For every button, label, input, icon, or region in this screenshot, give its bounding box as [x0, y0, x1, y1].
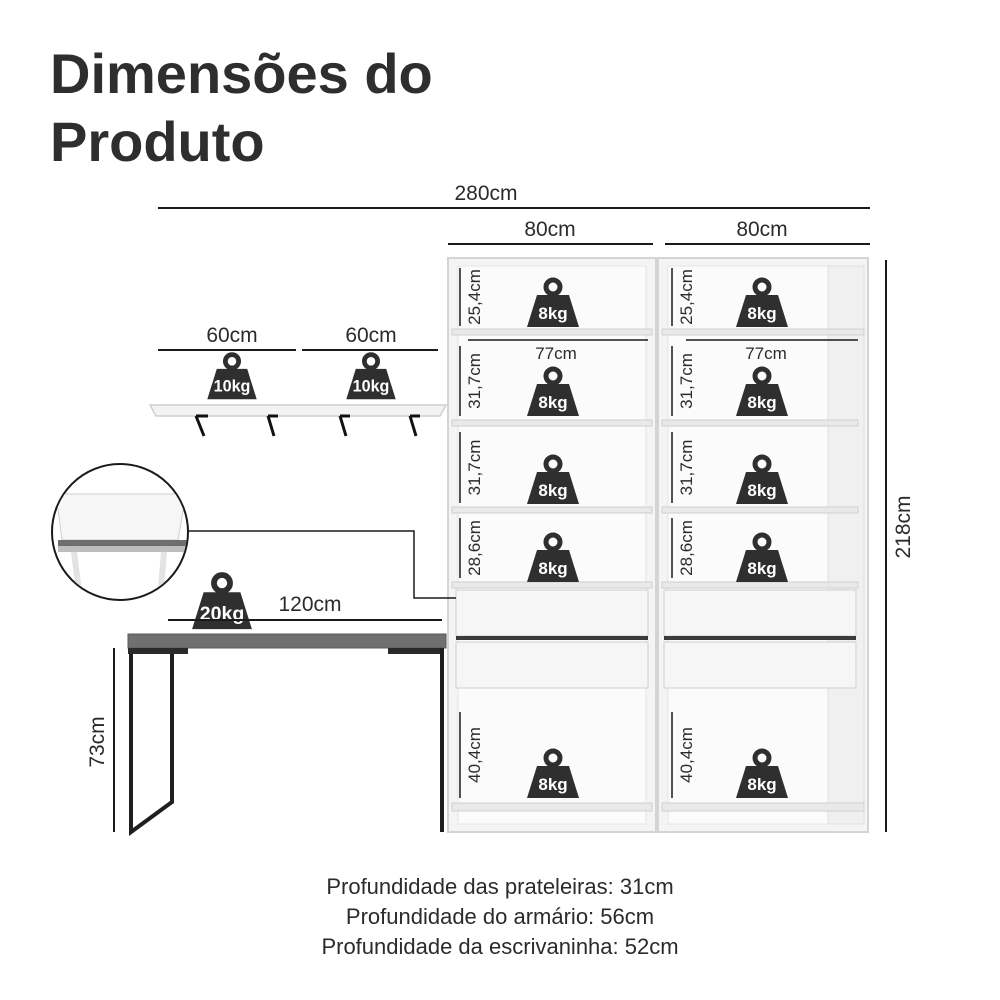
- wall-shelf-left-dimension: 60cm: [158, 324, 296, 351]
- cabinet-right-width-dimension: 80cm: [665, 218, 870, 245]
- weight-label: 8kg: [747, 559, 776, 578]
- drawers-left: [455, 589, 649, 689]
- inner-width-left-label: 77cm: [535, 344, 577, 363]
- wall-shelf-left-width-label: 60cm: [206, 324, 257, 347]
- weight-label: 8kg: [538, 304, 567, 323]
- desk-width-dimension: 120cm: [168, 593, 442, 621]
- total-width-label: 280cm: [454, 182, 517, 205]
- desk-width-label: 120cm: [278, 593, 341, 616]
- inner-width-right-dimension: 77cm: [686, 339, 858, 363]
- shelf-depth-note: Profundidade das prateleiras: 31cm: [326, 874, 674, 899]
- weight-icon-cabinet-1-compartment-1: 8kg: [527, 277, 579, 327]
- weight-label: 8kg: [747, 393, 776, 412]
- desk-height-dimension: 73cm: [86, 648, 115, 832]
- weight-icon-cabinet-1-compartment-5: 8kg: [527, 748, 579, 798]
- weight-icon-cabinet-1-compartment-3: 8kg: [527, 454, 579, 504]
- weight-icon-wall-shelf-right: 10kg: [346, 352, 396, 400]
- total-height-dimension: 218cm: [885, 260, 915, 832]
- weight-label: 8kg: [747, 481, 776, 500]
- cabinet-right-width-label: 80cm: [736, 218, 787, 241]
- compartment-height-labels: 25,4cm 31,7cm 31,7cm 28,6cm 40,4cm 25,4cm 31,7…: [459, 268, 696, 798]
- drawers-right: [663, 589, 857, 689]
- title-line-1: Dimensões do: [50, 42, 433, 105]
- total-height-label: 218cm: [892, 495, 915, 558]
- compartment-height-label-1-5: 40,4cm: [465, 727, 484, 783]
- weight-icon-cabinet-1-compartment-2: 8kg: [527, 366, 579, 416]
- weight-icon-cabinet-2-compartment-3: 8kg: [736, 454, 788, 504]
- cabinet-depth-note: Profundidade do armário: 56cm: [345, 904, 655, 929]
- weight-icon-cabinet-2-compartment-4: 8kg: [736, 532, 788, 582]
- total-width-dimension: 280cm: [158, 182, 870, 209]
- cabinet-left-width-label: 80cm: [524, 218, 575, 241]
- cabinet-right: [657, 257, 869, 833]
- compartment-height-label-1-4: 28,6cm: [465, 520, 484, 576]
- wall-shelf-right-dimension: 60cm: [302, 324, 438, 351]
- compartment-height-label-1-3: 31,7cm: [465, 440, 484, 496]
- weight-label: 20kg: [200, 603, 245, 625]
- weight-icon-wall-shelf-left: 10kg: [207, 352, 257, 400]
- weight-label: 8kg: [538, 481, 567, 500]
- title-line-2: Produto: [50, 110, 265, 173]
- weight-icon-cabinet-1-compartment-4: 8kg: [527, 532, 579, 582]
- compartment-height-label-2-4: 28,6cm: [677, 520, 696, 576]
- compartment-height-label-2-2: 31,7cm: [677, 353, 696, 409]
- depth-notes: Profundidade das prateleiras: 31cm Profu…: [0, 872, 1000, 962]
- weight-label: 8kg: [747, 304, 776, 323]
- wall-shelf-right-width-label: 60cm: [345, 324, 396, 347]
- weight-icon-cabinet-2-compartment-2: 8kg: [736, 366, 788, 416]
- weight-label: 8kg: [747, 775, 776, 794]
- compartment-height-label-2-1: 25,4cm: [677, 269, 696, 325]
- compartment-height-label-2-3: 31,7cm: [677, 440, 696, 496]
- weight-label: 8kg: [538, 393, 567, 412]
- desk-depth-note: Profundidade da escrivaninha: 52cm: [321, 934, 679, 959]
- cabinet-left: [447, 257, 657, 833]
- compartment-height-label-1-2: 31,7cm: [465, 353, 484, 409]
- weight-icon-cabinet-2-compartment-1: 8kg: [736, 277, 788, 327]
- weight-label: 8kg: [538, 559, 567, 578]
- inner-width-right-label: 77cm: [745, 344, 787, 363]
- inner-width-left-dimension: 77cm: [468, 339, 648, 363]
- weight-icon-cabinet-2-compartment-5: 8kg: [736, 748, 788, 798]
- shelves-right: [661, 328, 865, 812]
- compartment-height-label-2-5: 40,4cm: [677, 727, 696, 783]
- desk: [127, 633, 447, 836]
- drawer-detail-callout: [51, 463, 456, 601]
- weight-label: 8kg: [538, 775, 567, 794]
- wall-shelf: [148, 404, 448, 437]
- weight-label: 10kg: [214, 378, 251, 396]
- compartment-height-label-1-1: 25,4cm: [465, 269, 484, 325]
- weight-label: 10kg: [353, 378, 390, 396]
- desk-height-label: 73cm: [86, 716, 109, 767]
- page-title: Dimensões do Produto: [50, 40, 433, 176]
- shelf-brackets: [194, 414, 420, 437]
- cabinet-left-width-dimension: 80cm: [448, 218, 653, 245]
